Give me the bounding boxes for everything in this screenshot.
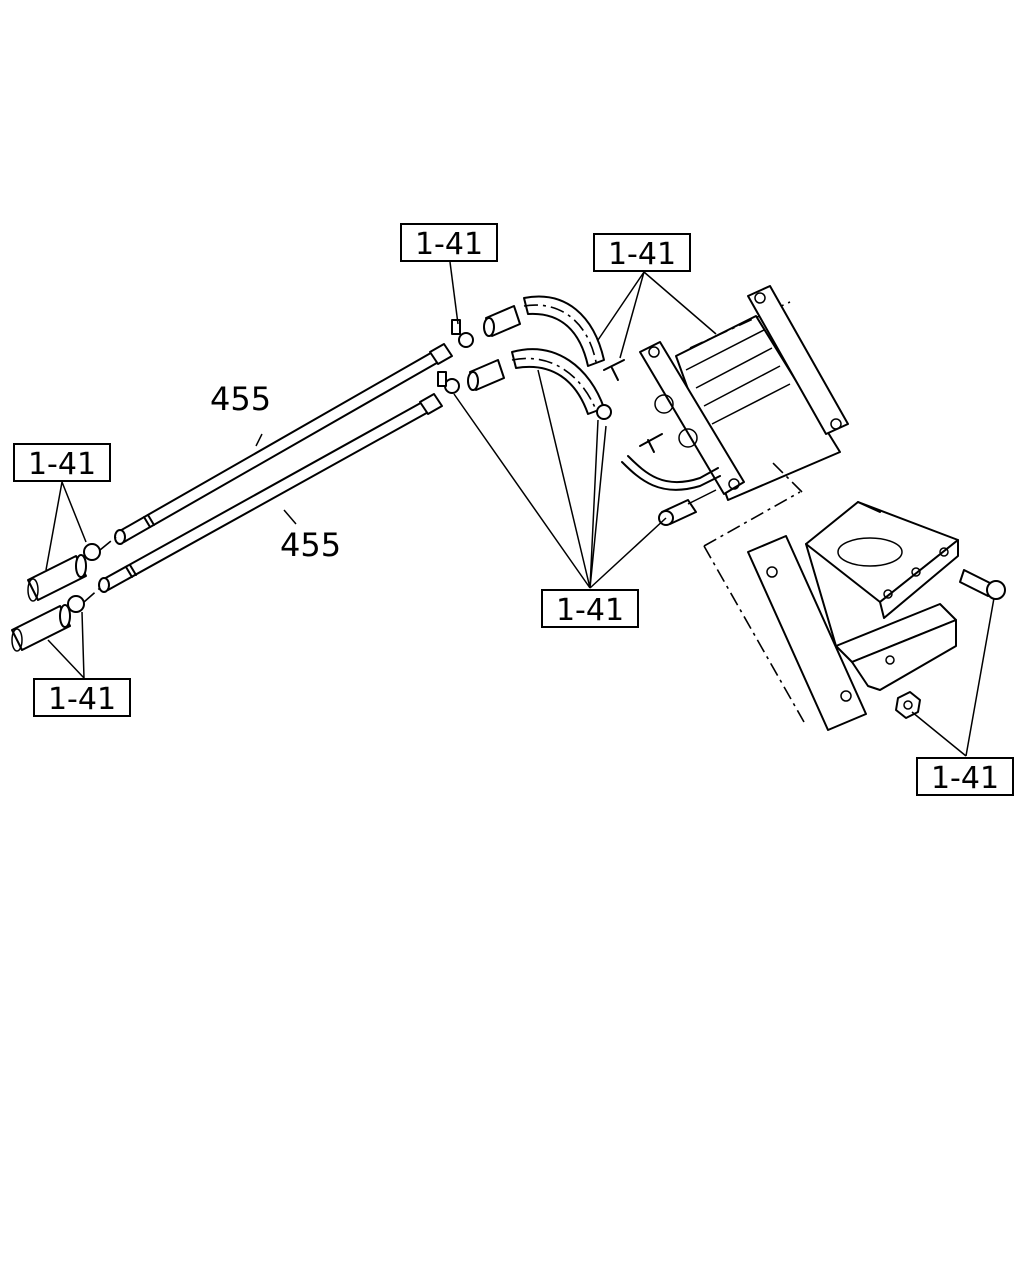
callout-left-lower-text: 1-41 bbox=[48, 682, 116, 717]
leaders bbox=[45, 261, 995, 757]
mounting-bracket bbox=[703, 459, 959, 731]
clamp-top bbox=[451, 319, 474, 348]
callout-bottom-right: 1-41 bbox=[916, 757, 1014, 796]
nut-bracket bbox=[895, 691, 921, 719]
callout-middle: 1-41 bbox=[541, 589, 639, 628]
callout-bottom-right-text: 1-41 bbox=[931, 761, 999, 796]
callout-left-upper: 1-41 bbox=[13, 443, 111, 482]
callout-top-right-text: 1-41 bbox=[608, 237, 676, 272]
rod-upper bbox=[114, 343, 453, 545]
bolt-cooler bbox=[658, 489, 717, 526]
short-hose-upper bbox=[483, 305, 521, 337]
rod-lower bbox=[98, 393, 443, 593]
bolt-bracket bbox=[959, 569, 1006, 600]
callout-top-right: 1-41 bbox=[593, 233, 691, 272]
curved-hose-upper bbox=[523, 295, 605, 367]
callout-left-lower: 1-41 bbox=[33, 678, 131, 717]
part-number-rod-lower: 455 bbox=[280, 526, 341, 564]
callout-top-center-text: 1-41 bbox=[415, 227, 483, 262]
left-hose-upper bbox=[27, 543, 101, 602]
curved-hose-lower bbox=[511, 348, 605, 415]
callout-top-center: 1-41 bbox=[400, 223, 498, 262]
part-number-rod-upper: 455 bbox=[210, 380, 271, 418]
cooler-tube bbox=[621, 433, 721, 491]
callout-middle-text: 1-41 bbox=[556, 593, 624, 628]
callout-left-upper-text: 1-41 bbox=[28, 447, 96, 482]
clamp-second bbox=[437, 371, 460, 394]
short-hose-lower bbox=[467, 359, 505, 391]
cooler-assembly bbox=[603, 285, 849, 501]
left-hose-lower bbox=[11, 595, 85, 652]
